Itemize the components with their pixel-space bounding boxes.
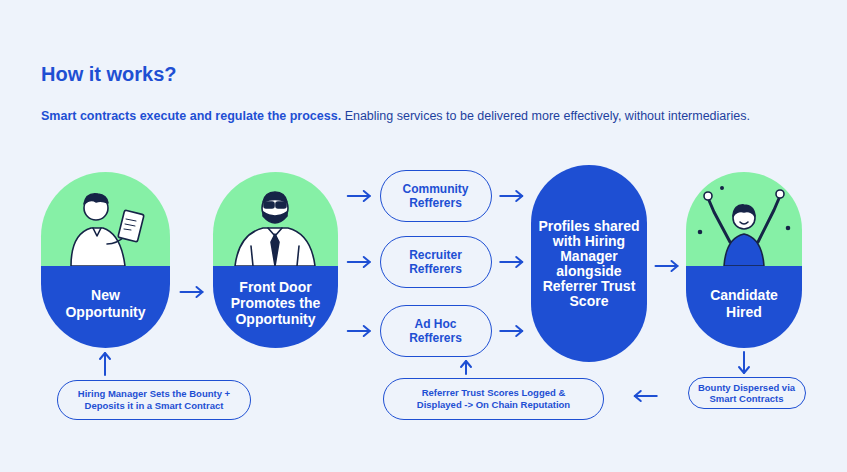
flow-arrow [656,261,678,271]
pill-node: Candidate Hired [686,172,802,348]
flow-arrow [181,287,203,297]
page-title: How it works? [41,63,177,86]
person-with-tablet [41,172,170,266]
node-label: Referrer Trust Scores Logged & Displayed… [404,387,584,411]
node-label: Community Refferers [391,182,481,210]
arrow-head [364,191,370,201]
subtitle-line: Smart contracts execute and regulate the… [41,108,750,124]
node-label: New Opportunity [52,287,160,321]
arrow-head [100,353,110,359]
flow-arrow [500,191,522,201]
arrow-head [516,326,522,336]
arrow-shaft [656,265,678,267]
flow-arrow [348,191,370,201]
node-label: Front Door Promotes the Opportunity [226,279,326,327]
note-pill: Hiring Manager Sets the Bounty + Deposit… [57,380,251,420]
arrow-shaft [500,330,522,332]
arrow-head [197,287,203,297]
arrow-shaft [348,195,370,197]
flow-arrow [461,361,471,374]
arrow-head [635,391,641,401]
referrer-pill: Recruiter Refferers [380,236,492,288]
subtitle-text: Enabling services to be delivered more e… [345,109,750,123]
node-label: Bounty Dispersed via Smart Contracts [697,382,797,405]
pill-node: New Opportunity [41,172,170,348]
flow-arrow [100,353,110,375]
arrow-head [672,261,678,271]
note-pill: Referrer Trust Scores Logged & Displayed… [383,378,604,420]
note-pill: Bounty Dispersed via Smart Contracts [688,377,806,409]
node-label: Profiles shared with Hiring Manager alon… [536,219,642,309]
subtitle-bold: Smart contracts execute and regulate the… [41,109,341,123]
man-with-sunglasses [213,172,338,266]
referrer-pill: Community Refferers [380,170,492,222]
arrow-head [364,257,370,267]
flow-arrow [500,257,522,267]
flow-arrow [739,352,749,373]
node-label: Hiring Manager Sets the Bounty + Deposit… [70,388,238,412]
node-label: Ad Hoc Refferers [391,317,481,345]
cheering-candidate [686,172,802,266]
arrow-shaft [104,353,106,375]
arrow-shaft [500,261,522,263]
flow-arrow [348,326,370,336]
flow-arrow [348,257,370,267]
referrer-pill: Ad Hoc Refferers [380,305,492,357]
arrow-head [739,367,749,373]
node-label: Candidate Hired [694,287,794,321]
arrow-shaft [500,195,522,197]
arrow-shaft [743,352,745,373]
arrow-head [364,326,370,336]
arrow-head [516,257,522,267]
arrow-shaft [181,291,203,293]
arrow-shaft [635,395,657,397]
solid-pill: Profiles shared with Hiring Manager alon… [531,165,647,362]
arrow-head [461,361,471,367]
arrow-shaft [348,261,370,263]
node-label: Recruiter Refferers [391,248,481,276]
pill-node: Front Door Promotes the Opportunity [213,172,338,348]
flow-arrow [500,326,522,336]
arrow-head [516,191,522,201]
arrow-shaft [348,330,370,332]
flow-arrow [635,391,657,401]
